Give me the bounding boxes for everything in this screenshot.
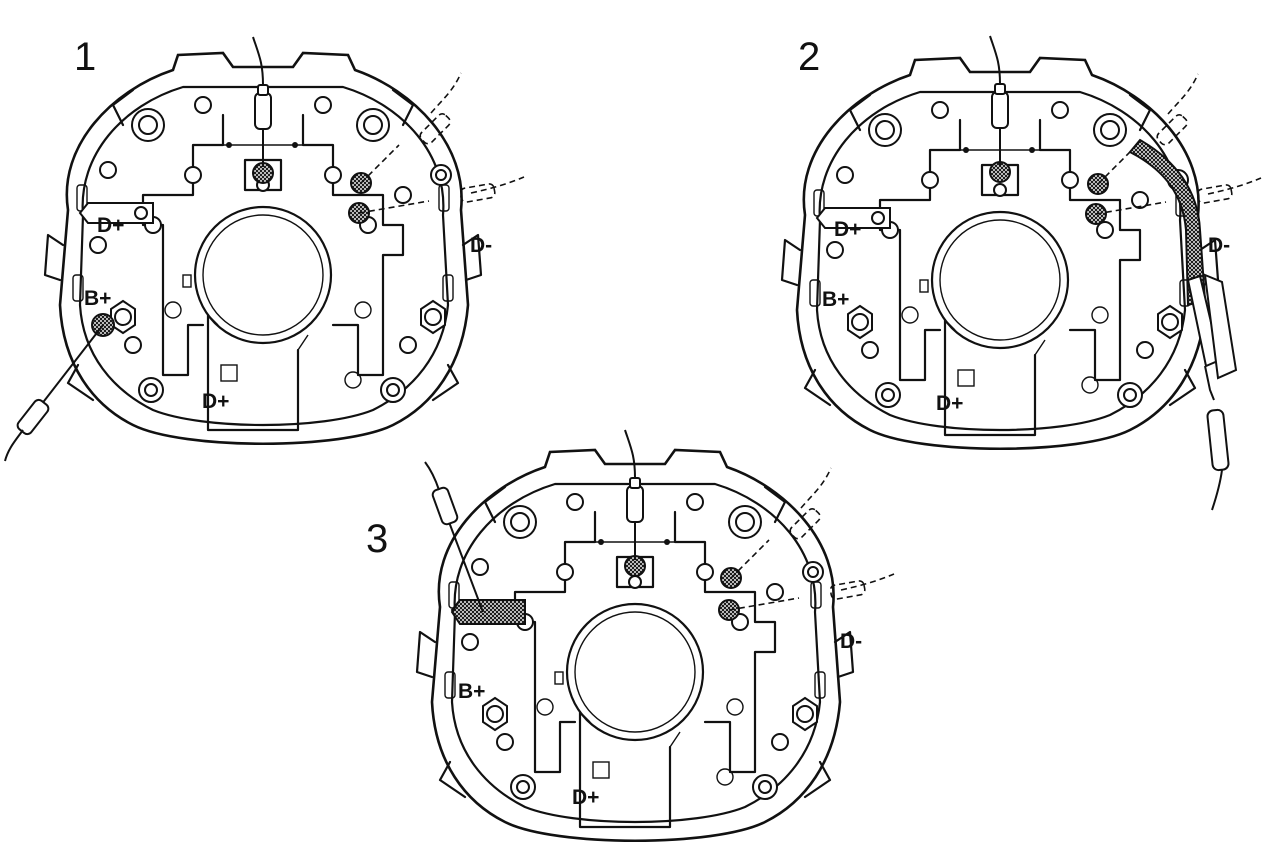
d-plus-top-label-1: D+	[97, 214, 124, 237]
b-plus-label-3: B+	[458, 680, 485, 703]
rectifier-plate-3	[415, 429, 895, 843]
d-plus-top-label-2: D+	[834, 218, 861, 241]
d-plus-bottom-label-2: D+	[936, 392, 963, 415]
panel-1: 1 D+ D- B+ D+	[4, 35, 525, 462]
d-plus-bottom-label-3: D+	[572, 786, 599, 809]
rectifier-plate-1	[4, 36, 525, 462]
d-minus-label-3: D-	[840, 630, 862, 653]
step-number-1: 1	[74, 35, 96, 79]
d-minus-label-1: D-	[470, 234, 492, 257]
panel-2: 2 D+ D- B+ D+	[780, 35, 1262, 511]
step-number-3: 3	[366, 517, 388, 561]
b-plus-label-1: B+	[84, 287, 111, 310]
step-number-2: 2	[798, 35, 820, 79]
panel-3: 3 D- B+ D+	[366, 429, 895, 843]
rectifier-plate-2	[780, 35, 1262, 511]
b-plus-label-2: B+	[822, 288, 849, 311]
d-plus-bottom-label-1: D+	[202, 390, 229, 413]
d-minus-label-2: D-	[1208, 234, 1230, 257]
